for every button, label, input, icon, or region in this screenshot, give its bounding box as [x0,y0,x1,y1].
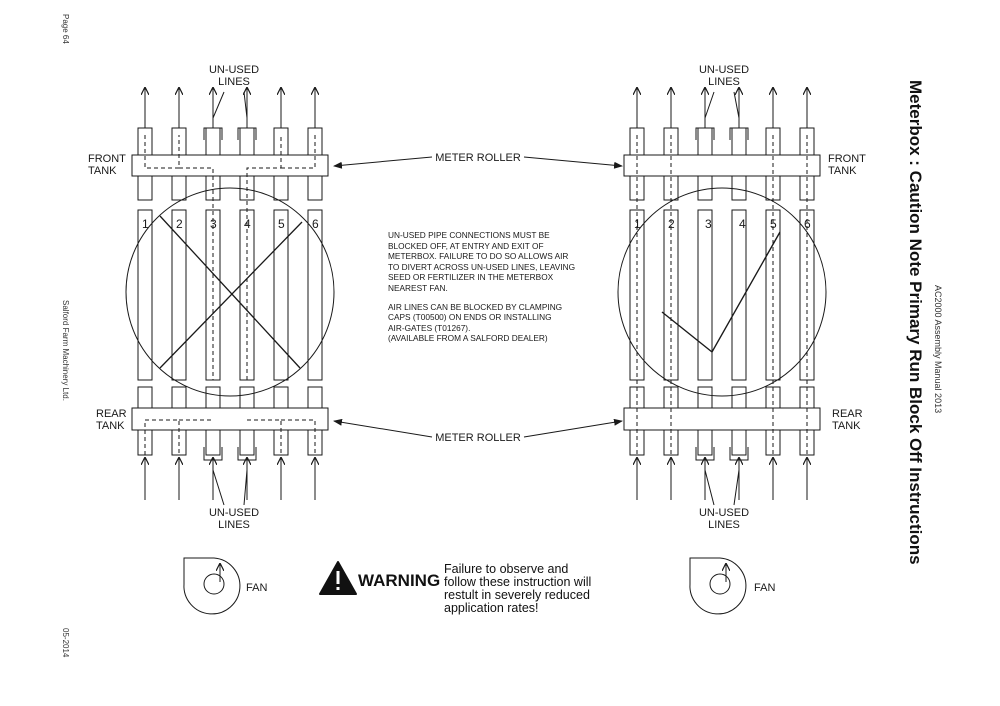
unused-lines-label-bottom-right-1: UN-USED [699,507,749,519]
front-tank-roller [131,154,329,177]
tube-4-0 [239,127,255,156]
blocking-cap-bottom-4 [237,447,257,461]
line-number-3: 3 [705,217,712,231]
tube-5-3 [273,386,289,409]
tube-4-4 [731,429,747,456]
unused-lines-label-top-right-2: LINES [708,76,740,88]
unused-lines-label-top-left-2: LINES [218,76,250,88]
blocking-cap-top-4 [729,127,749,140]
line-number-4: 4 [739,217,746,231]
unused-lines-label-bottom-left-1: UN-USED [209,507,259,519]
tube-6-2 [307,209,323,381]
line-number-1: 1 [634,217,641,231]
tube-3-0 [205,127,221,156]
rear-tank-label-right-1: REAR [832,408,863,420]
tube-2-1 [171,175,187,201]
unused-lines-label-top-left-1: UN-USED [209,64,259,76]
tube-4-3 [239,386,255,409]
caution-note: UN-USED PIPE CONNECTIONS MUST BE BLOCKED… [388,230,598,352]
unused-callout-bottom [704,469,740,506]
tube-1-3 [137,386,153,409]
tube-6-1 [307,175,323,201]
check-mark [661,231,781,354]
tube-3-3 [205,386,221,409]
front-tank-label-left-1: FRONT [88,153,126,165]
tube-6-3 [307,386,323,409]
air-leak-path-front [144,135,316,380]
unused-callout-top [212,91,248,119]
meter-roller-arrow-top-right [523,156,623,169]
meter-roller-label-bottom: METER ROLLER [435,432,521,444]
blocking-cap-top-3 [203,127,223,140]
blocking-cap-top-4 [237,127,257,140]
blocking-cap-bottom-4 [729,447,749,461]
cross-mark [159,215,301,369]
meterbox-correct: 1 2 3 4 5 6 [617,88,827,506]
line-number-5: 5 [278,217,285,231]
front-tank-roller [623,154,821,177]
warning-triangle-icon [319,561,357,595]
tube-5-2 [273,209,289,381]
rear-tank-roller [623,407,821,431]
line-number-1: 1 [142,217,149,231]
unused-callout-bottom [212,469,248,506]
air-leak-path-rear [144,419,316,455]
blocking-cap-top-3 [695,127,715,140]
tube-3-4 [205,429,221,456]
fan-icon [689,557,747,615]
unused-callout-top [704,91,740,119]
rear-tank-label-right-2: TANK [832,420,861,432]
line-number-2: 2 [668,217,675,231]
line-number-6: 6 [804,217,811,231]
blocking-cap-bottom-3 [203,447,223,461]
tube-4-1 [731,175,747,201]
front-tank-label-right-2: TANK [828,165,857,177]
rear-tank-label-left-1: REAR [96,408,127,420]
cross-mark [159,221,303,369]
unused-lines-label-bottom-right-2: LINES [708,519,740,531]
tube-3-4 [697,429,713,456]
tube-2-2 [171,209,187,381]
line-number-3: 3 [210,217,217,231]
tube-5-1 [273,175,289,201]
tube-4-0 [731,127,747,156]
line-number-2: 2 [176,217,183,231]
caution-note-paragraph-2: AIR LINES CAN BE BLOCKED BY CLAMPING CAP… [388,301,563,344]
tube-3-3 [697,386,713,409]
meter-roller-label-top: METER ROLLER [435,152,521,164]
rear-tank-label-left-2: TANK [96,420,125,432]
meter-roller-arrow-bottom-left [333,418,433,438]
front-tank-label-right-1: FRONT [828,153,866,165]
unused-lines-label-bottom-left-2: LINES [218,519,250,531]
warning-heading: WARNING [358,571,441,590]
fan-icon [183,557,241,615]
line-number-5: 5 [770,217,777,231]
tube-4-2 [731,209,747,381]
warning-text: Failure to observe and follow these inst… [444,562,592,615]
tube-4-3 [731,386,747,409]
tube-2-3 [171,386,187,409]
tube-4-4 [239,429,255,456]
tube-3-0 [697,127,713,156]
blocking-cap-bottom-3 [695,447,715,461]
tube-1-2 [137,209,153,381]
correct-circle [617,187,827,397]
caution-note-paragraph-1: UN-USED PIPE CONNECTIONS MUST BE BLOCKED… [388,230,576,293]
meter-roller-arrow-top-left [333,156,433,169]
fan-label-left: FAN [246,582,267,594]
fan-label-right: FAN [754,582,775,594]
tube-3-2 [697,209,713,381]
line-number-6: 6 [312,217,319,231]
rear-tank-roller [131,407,329,431]
tube-1-1 [137,175,153,201]
meter-roller-arrow-bottom-right [523,418,623,438]
unused-lines-label-top-right-1: UN-USED [699,64,749,76]
tube-5-0 [273,127,289,156]
incorrect-circle [125,187,335,397]
front-tank-label-left-2: TANK [88,165,117,177]
tube-3-1 [697,175,713,201]
